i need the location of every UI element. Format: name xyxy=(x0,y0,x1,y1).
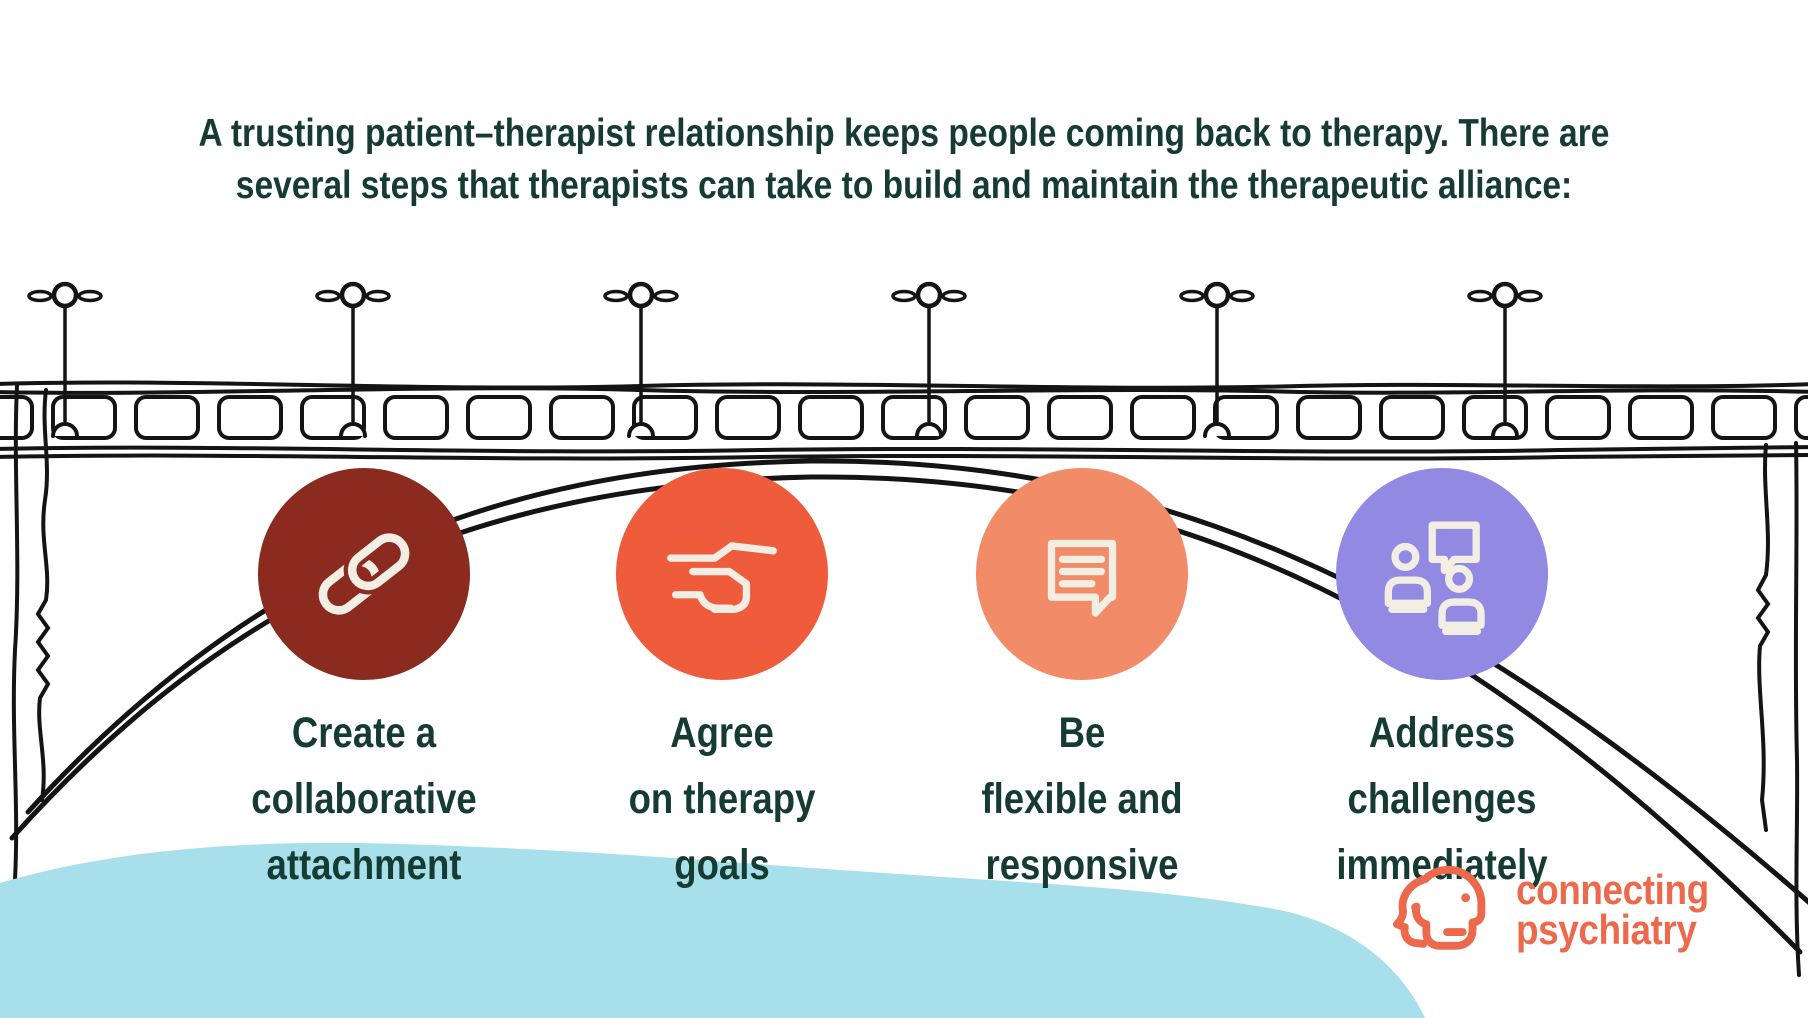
page-title: A trusting patient–therapist relationshi… xyxy=(198,112,1610,207)
step-circle-therapy-goals xyxy=(616,468,828,680)
bridge-baluster xyxy=(1130,395,1196,440)
bridge-baluster xyxy=(549,395,615,440)
handshake-icon xyxy=(667,542,777,614)
bridge-baluster xyxy=(1296,395,1362,440)
step-label-flexible-responsive: Be flexible and responsive xyxy=(981,709,1183,889)
step-label-collaborative-attachment: Create a collaborative attachment xyxy=(251,709,477,889)
logo-text-line1: connecting xyxy=(1516,866,1709,913)
people-talking-icon xyxy=(1384,521,1485,635)
bridge-baluster xyxy=(1545,395,1611,440)
bridge-balusters xyxy=(0,395,1808,440)
bridge-lampposts xyxy=(27,281,1543,438)
bridge-baluster xyxy=(383,395,449,440)
logo-text: connecting psychiatry xyxy=(1516,866,1709,953)
bridge-baluster xyxy=(1047,395,1113,440)
bridge-baluster xyxy=(715,395,781,440)
bridge-railing-top xyxy=(0,380,1808,395)
lamppost-icon xyxy=(315,281,391,438)
lamppost-icon xyxy=(27,281,103,438)
lamppost-icon xyxy=(1179,281,1255,438)
bridge-baluster xyxy=(134,395,200,440)
lamppost-icon xyxy=(891,281,967,438)
step-circle-address-challenges xyxy=(1336,468,1548,680)
step-label-therapy-goals: Agree on therapy goals xyxy=(628,709,816,889)
bridge-baluster xyxy=(1794,395,1808,440)
logo-text-line2: psychiatry xyxy=(1516,906,1697,953)
bridge-baluster xyxy=(1628,395,1694,440)
bridge-baluster xyxy=(964,395,1030,440)
step-circle-collaborative-attachment xyxy=(258,468,470,680)
logo: connecting psychiatry xyxy=(1392,862,1735,958)
bridge-deck-edge xyxy=(0,445,1808,461)
bridge-baluster xyxy=(1711,395,1777,440)
bridge-baluster xyxy=(466,395,532,440)
step-circle-flexible-responsive xyxy=(976,468,1188,680)
speech-bubble-icon xyxy=(1047,539,1117,617)
bridge-pier-left xyxy=(11,384,51,882)
bridge-pier-right xyxy=(1755,441,1801,977)
chain-link-icon xyxy=(318,529,414,615)
lamppost-icon xyxy=(603,281,679,438)
bridge-baluster xyxy=(1379,395,1445,440)
step-label-address-challenges: Address challenges immediately xyxy=(1336,709,1548,889)
water-shape xyxy=(0,842,1425,1018)
bridge-baluster xyxy=(1213,395,1279,440)
bridge-baluster xyxy=(217,395,283,440)
lamppost-icon xyxy=(1467,281,1543,438)
two-heads-icon xyxy=(1392,865,1486,950)
bridge-baluster xyxy=(798,395,864,440)
